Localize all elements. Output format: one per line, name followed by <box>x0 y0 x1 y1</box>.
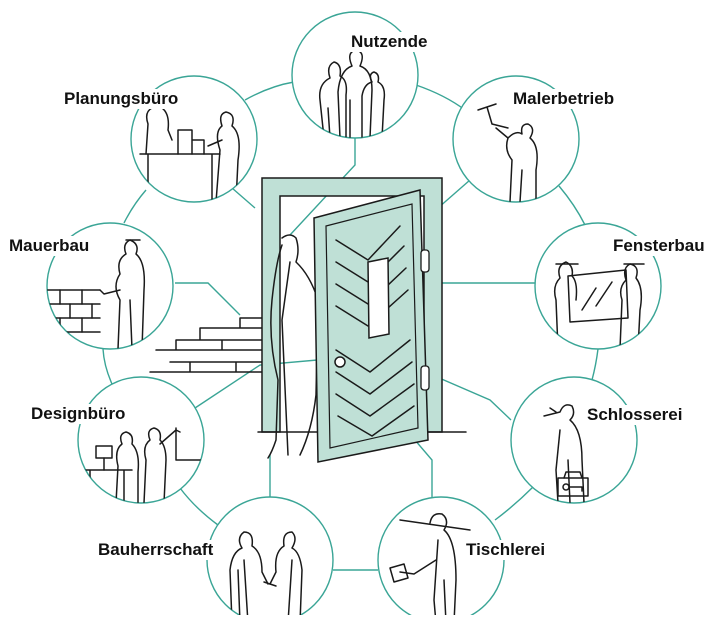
connector-designbuero <box>191 357 341 411</box>
circle-nutzende <box>291 11 419 139</box>
label-malerbetrieb: Malerbetrieb <box>511 89 617 109</box>
circle-designbuero <box>77 376 205 504</box>
bricklayer-icon <box>47 239 146 349</box>
outer-ring-arc-4 <box>494 486 534 521</box>
outer-ring-arc-2 <box>558 185 586 226</box>
carpenter-handshake-icon <box>389 512 471 620</box>
designers-at-desk-icon <box>83 427 204 503</box>
open-door-with-person-icon <box>149 177 467 463</box>
outer-ring-arc-9 <box>244 81 295 101</box>
painter-with-roller-icon <box>477 103 538 202</box>
label-planungsbuero: Planungsbüro <box>62 89 181 109</box>
clients-handshake-icon <box>229 531 303 620</box>
label-mauerbau: Mauerbau <box>7 236 92 256</box>
outer-ring-arc-7 <box>102 348 113 385</box>
outer-ring-arc-1 <box>415 84 466 111</box>
circle-schlosserei <box>510 376 638 504</box>
label-fensterbau: Fensterbau <box>611 236 707 256</box>
workers-carrying-window-icon <box>553 261 645 349</box>
label-nutzende: Nutzende <box>349 32 430 52</box>
outer-ring-arc-6 <box>179 487 219 526</box>
label-designbuero: Designbüro <box>29 404 128 424</box>
circle-tischlerei <box>377 496 505 620</box>
label-tischlerei: Tischlerei <box>464 540 548 560</box>
connector-planungsbuero <box>231 187 256 209</box>
connector-nutzende <box>289 138 356 236</box>
connector-mauerbau <box>175 282 241 316</box>
connector-schlosserei <box>429 373 512 421</box>
label-bauherrschaft: Bauherrschaft <box>96 540 216 560</box>
outer-ring-arc-3 <box>591 348 599 381</box>
label-schlosserei: Schlosserei <box>585 405 685 425</box>
outer-ring-arc-8 <box>123 189 147 224</box>
locksmith-with-key-case-icon <box>543 404 589 503</box>
circle-bauherrschaft <box>206 496 334 620</box>
